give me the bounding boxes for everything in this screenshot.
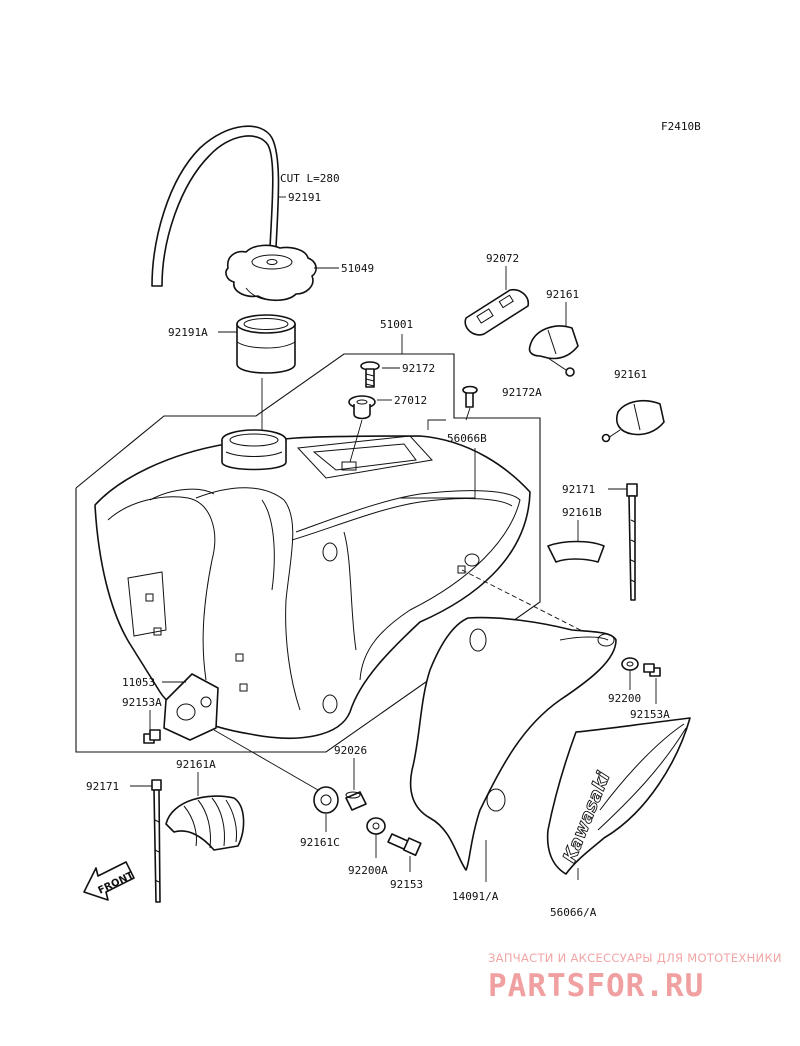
shroud-decal[interactable]: Kawasaki bbox=[546, 717, 691, 875]
label-92191A: 92191A bbox=[168, 326, 208, 339]
label-14091A: 14091/A bbox=[452, 890, 499, 903]
label-92171-left: 92171 bbox=[86, 780, 119, 793]
grommet-27012[interactable] bbox=[348, 395, 376, 420]
label-92072: 92072 bbox=[486, 252, 519, 265]
label-92161B: 92161B bbox=[562, 506, 602, 519]
label-92172A: 92172A bbox=[502, 386, 542, 399]
label-51001: 51001 bbox=[380, 318, 413, 331]
label-92153A-left: 92153A bbox=[122, 696, 162, 709]
fuel-cap[interactable] bbox=[225, 244, 317, 302]
label-92161-lower: 92161 bbox=[614, 368, 647, 381]
bolt-92153A-left[interactable] bbox=[143, 729, 161, 744]
label-cut-length: CUT L=280 bbox=[280, 172, 340, 185]
label-92200A: 92200A bbox=[348, 864, 388, 877]
label-27012: 27012 bbox=[394, 394, 427, 407]
label-92153A-right: 92153A bbox=[630, 708, 670, 721]
rubber-mount-92161C[interactable] bbox=[313, 786, 339, 814]
label-92161C: 92161C bbox=[300, 836, 340, 849]
clamp-92161-lower[interactable] bbox=[601, 399, 665, 443]
washer-92200A[interactable] bbox=[366, 817, 386, 835]
tank-assembly-frame bbox=[75, 353, 541, 753]
label-92171-right: 92171 bbox=[562, 483, 595, 496]
label-92172: 92172 bbox=[402, 362, 435, 375]
clamp-92161-upper[interactable] bbox=[528, 325, 579, 377]
cable-tie-92171-right[interactable] bbox=[626, 483, 638, 601]
screw-92172[interactable] bbox=[360, 361, 380, 388]
label-92161-upper: 92161 bbox=[546, 288, 579, 301]
cable-tie-92171-left[interactable] bbox=[151, 779, 162, 903]
cushion-92161A[interactable] bbox=[165, 795, 245, 851]
collar-92026[interactable] bbox=[345, 791, 367, 811]
label-92153: 92153 bbox=[390, 878, 423, 891]
bolt-92153A-right[interactable] bbox=[643, 663, 661, 677]
rubber-strap-92072[interactable] bbox=[464, 288, 530, 336]
front-direction-arrow: FRONT bbox=[83, 861, 136, 901]
label-56066A: 56066/A bbox=[550, 906, 597, 919]
label-51049: 51049 bbox=[341, 262, 374, 275]
screw-92172A[interactable] bbox=[462, 385, 478, 408]
bolt-92153[interactable] bbox=[387, 833, 422, 857]
washer-92200[interactable] bbox=[621, 657, 639, 671]
radiator-shroud[interactable] bbox=[409, 616, 617, 871]
diagram-code: F2410B bbox=[661, 120, 701, 133]
watermark-site: PARTSFOR.RU bbox=[488, 968, 704, 1004]
label-92026: 92026 bbox=[334, 744, 367, 757]
label-56066B: 56066B bbox=[447, 432, 487, 445]
label-92200: 92200 bbox=[608, 692, 641, 705]
pad-92161B[interactable] bbox=[547, 540, 605, 563]
label-92191: 92191 bbox=[288, 191, 321, 204]
watermark-tagline: ЗАПЧАСТИ И АКСЕССУАРЫ ДЛЯ МОТОТЕХНИКИ bbox=[488, 951, 782, 965]
label-11053: 11053 bbox=[122, 676, 155, 689]
filler-neck-insert[interactable] bbox=[236, 314, 296, 374]
label-92161A: 92161A bbox=[176, 758, 216, 771]
fuel-cock-bracket-11053[interactable] bbox=[163, 673, 219, 741]
